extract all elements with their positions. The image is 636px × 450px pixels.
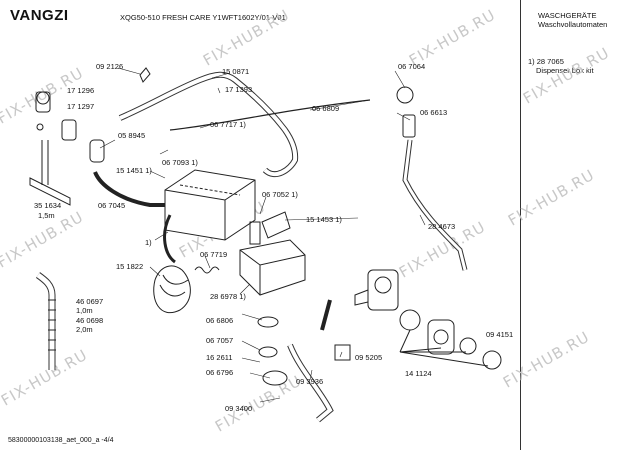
part-label: 06 7052 1): [262, 190, 298, 199]
part-label: 06 6613: [420, 108, 448, 117]
part-label: 15 1453 1): [306, 215, 342, 224]
part-label: 06 6796: [206, 368, 234, 377]
part-label: 09 2126: [96, 62, 124, 71]
valve-cap-drawing: [396, 86, 414, 104]
part-label: 06 7717 1): [210, 120, 246, 129]
callout-lines: [399, 329, 489, 367]
seal-ring-drawing: [399, 309, 421, 331]
pressure-tube-drawing: [320, 299, 332, 331]
part-label: 35 1634: [34, 201, 62, 210]
flow-meter-drawing: [89, 139, 105, 163]
part-label: 06 7093 1): [162, 158, 198, 167]
part-label: 09 5205: [355, 353, 383, 362]
category-label: WASCHGERÄTE Waschvollautomaten: [538, 11, 608, 29]
part-label: 46 0698: [76, 316, 104, 325]
drain-hose-drawing: [402, 139, 468, 271]
legend-line-2: Dispenser box kit: [536, 65, 594, 75]
part-label: 15 1822: [116, 262, 144, 271]
bellows-drawing: [153, 265, 191, 314]
part-label: 16 2611: [206, 353, 233, 362]
leader-lines: [99, 67, 426, 403]
hose-elbow-drawing: [139, 67, 151, 83]
o-ring-drawing: [459, 337, 477, 355]
clip-drawing: [402, 114, 416, 138]
part-label: 1,5m: [38, 211, 55, 220]
filter-drawing: [482, 350, 502, 370]
part-label: 06 6806: [206, 316, 234, 325]
dispenser-box-drawing: [163, 169, 256, 264]
part-label: 06 7064: [398, 62, 426, 71]
part-label: 46 0697: [76, 297, 104, 306]
drain-pump-drawing: [354, 269, 399, 311]
category-line-1: WASCHGERÄTE: [538, 11, 597, 20]
hose-clamp-drawing: [257, 316, 279, 328]
part-label: 15 0871: [222, 67, 250, 76]
brand-logo: VANGZI: [10, 7, 69, 24]
inlet-valve-drawing: [29, 91, 77, 206]
part-label: 17 1393: [225, 85, 253, 94]
drain-hose-extension-drawing: [35, 272, 56, 370]
part-label: 1): [145, 238, 152, 247]
water-hose-drawing: [93, 171, 165, 207]
part-label: 05 8945: [118, 131, 146, 140]
part-label: 17 1297: [67, 102, 95, 111]
sidebar-divider: [520, 0, 521, 450]
watermark: FIX-HUB.RU: [520, 43, 613, 108]
part-label: 09 3400: [225, 404, 253, 413]
part-label: 15 1451 1): [116, 166, 152, 175]
legend-line-1: 1) 28 7065: [528, 57, 564, 66]
spring-drawing: [194, 266, 220, 274]
category-line-2: Waschvollautomaten: [538, 19, 608, 29]
part-label: 14 1124: [405, 369, 432, 378]
part-label: 2,0m: [76, 325, 93, 334]
document-id: 58300000103138_aet_000_a -4/4: [8, 437, 114, 444]
siphon-cap-drawing: [261, 211, 291, 239]
part-label: 06 7057: [206, 336, 234, 345]
part-label: 17 1296: [67, 86, 95, 95]
pump-housing-drawing: [427, 319, 455, 355]
dispenser-drawer-drawing: [239, 221, 306, 296]
part-label: 09 4151: [486, 330, 514, 339]
connector-drawing: [334, 344, 351, 361]
legend-note: 1) 28 7065 Dispenser box kit: [528, 57, 594, 75]
model-title: XQG50-510 FRESH CARE Y1WFT1602Y/01-V01: [120, 13, 286, 22]
part-label: 06 6809: [312, 104, 340, 113]
part-label: 28 6978 1): [210, 292, 246, 301]
cable-drawing: [169, 99, 371, 131]
part-label: 06 7045: [98, 201, 126, 210]
part-label: 28 4673: [428, 222, 456, 231]
exploded-parts-drawing: [29, 67, 502, 423]
part-label: 09 3936: [296, 377, 324, 386]
part-label: 1,0m: [76, 306, 93, 315]
part-label: 06 7719: [200, 250, 228, 259]
